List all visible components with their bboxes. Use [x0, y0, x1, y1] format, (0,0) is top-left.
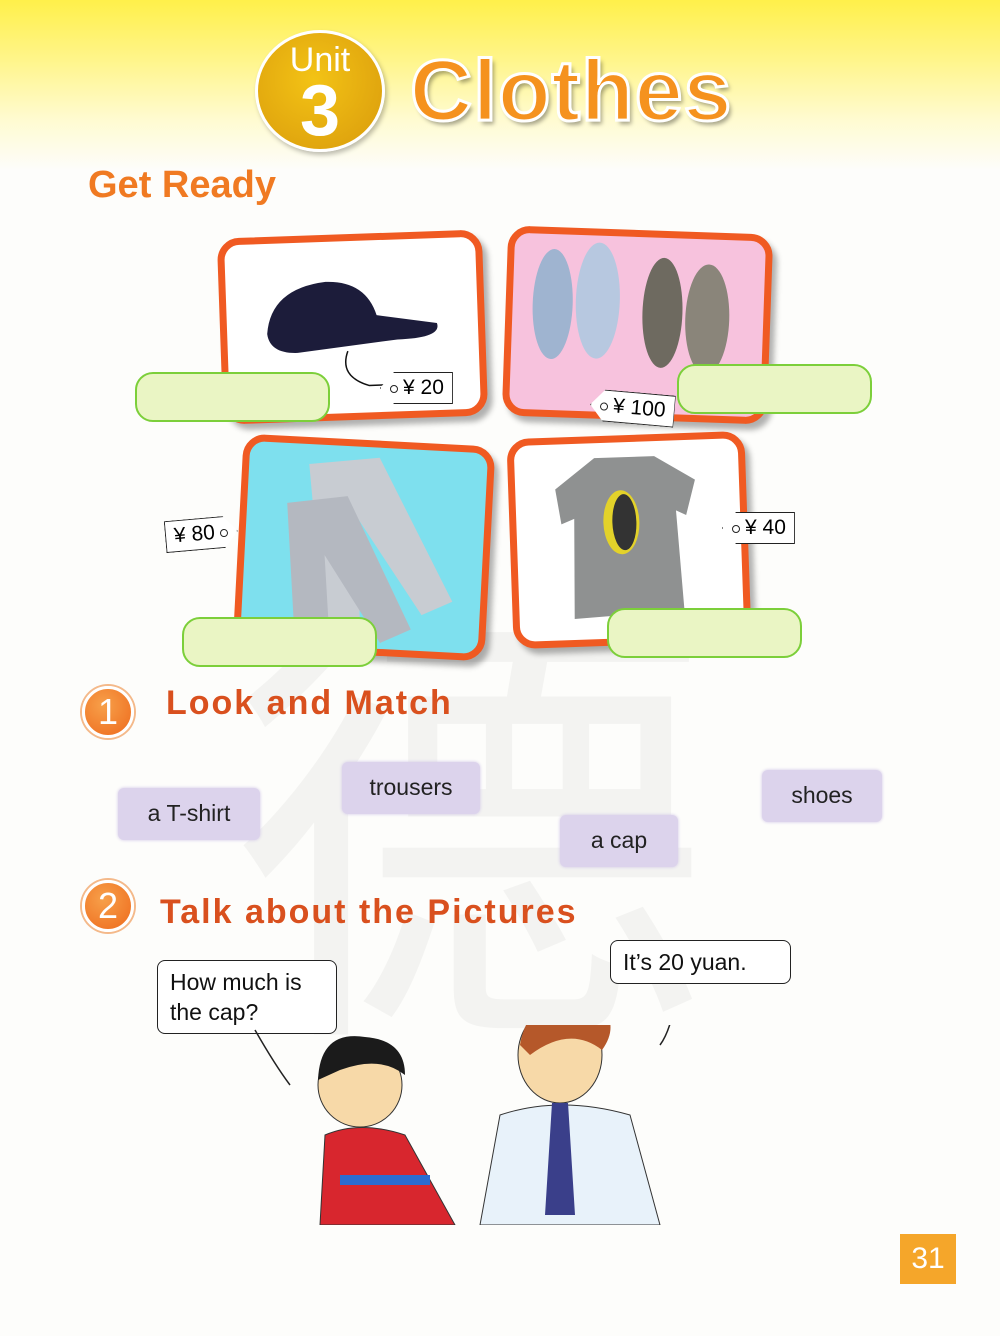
page-number: 31: [900, 1234, 956, 1284]
shoes-card: [501, 225, 774, 425]
answer-box-shoes[interactable]: [677, 364, 872, 414]
section-title-talk: Talk about the Pictures: [160, 893, 578, 931]
price-text: ¥ 40: [745, 516, 786, 539]
answer-box-tshirt[interactable]: [607, 608, 802, 658]
tshirt-card: [506, 430, 752, 650]
price-tag-tshirt: ¥ 40: [722, 512, 795, 544]
header-banner: [0, 0, 1000, 170]
answer-box-trousers[interactable]: [182, 617, 377, 667]
price-text: ¥ 100: [612, 394, 667, 422]
unit-label: Unit: [289, 41, 351, 79]
price-text: ¥ 20: [403, 376, 444, 399]
section-number-2: 2: [82, 880, 134, 932]
trousers-image: [287, 457, 453, 646]
get-ready-heading: Get Ready: [88, 164, 276, 206]
shoes-image: [532, 242, 730, 375]
characters-illustration: [254, 1025, 671, 1225]
word-chip-trousers[interactable]: trousers: [342, 762, 480, 814]
unit-number: 3: [299, 71, 341, 151]
section-number-1: 1: [82, 686, 134, 738]
answer-box-cap[interactable]: [135, 372, 330, 422]
word-chip-cap[interactable]: a cap: [560, 815, 678, 867]
unit-title: Clothes: [408, 42, 733, 141]
cap-card: [216, 229, 489, 425]
trousers-card: [232, 433, 496, 662]
word-chip-shoes[interactable]: shoes: [762, 770, 882, 822]
price-tag-trousers: ¥ 80: [164, 515, 239, 553]
cap-image: [267, 281, 438, 387]
word-chip-tshirt[interactable]: a T-shirt: [118, 788, 260, 840]
speech-bubble-boy: How much is the cap?: [157, 960, 337, 1034]
tshirt-image: [555, 456, 695, 619]
boy-figure: [317, 1036, 456, 1225]
price-text: ¥ 80: [173, 520, 216, 548]
man-figure: [479, 1025, 661, 1225]
price-tag-cap: ¥ 20: [380, 372, 453, 404]
section-title-look-and-match: Look and Match: [166, 684, 453, 722]
unit-badge: Unit 3: [255, 30, 385, 152]
speech-bubble-man: It’s 20 yuan.: [610, 940, 791, 984]
